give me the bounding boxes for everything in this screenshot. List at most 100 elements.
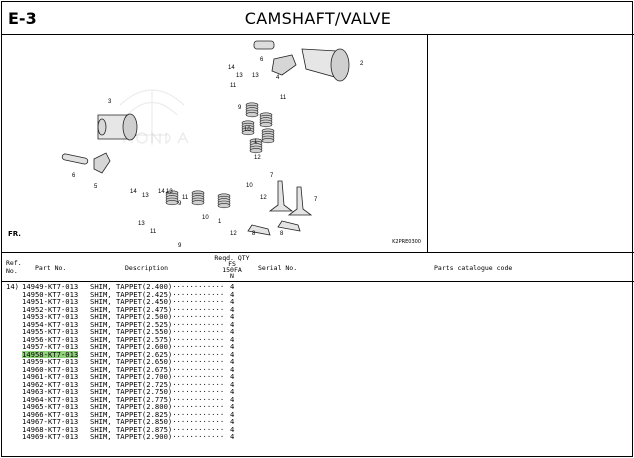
part-number-cell[interactable]: 14968-KT7-013 [22,424,79,434]
table-row[interactable]: 14951-KT7-013 SHIM, TAPPET(2.450)········… [2,298,634,306]
part-number-cell[interactable]: 14949-KT7-013 [22,282,79,291]
table-row[interactable]: 14959-KT7-013 SHIM, TAPPET(2.650)········… [2,358,634,366]
description-cell: SHIM, TAPPET(2.550)············ [90,327,225,336]
description-cell: SHIM, TAPPET(2.575)············ [90,334,225,344]
callout-label: 7 [270,173,274,179]
part-number-cell[interactable]: 14962-KT7-013 [22,379,79,389]
callout-label: 12 [260,195,267,201]
spring-coil [191,200,205,206]
quantity-cell: 4 [230,372,235,381]
callout-label: 11 [150,229,157,235]
part-number-cell[interactable]: 14957-KT7-013 [22,342,79,351]
part-number-cell[interactable]: 14965-KT7-013 [22,402,79,411]
quantity-cell: 4 [230,417,235,426]
callout-label: 10 [246,183,253,189]
part-number-cell[interactable]: 14963-KT7-013 [22,387,79,396]
quantity-cell: 4 [230,357,235,366]
part-number-cell[interactable]: 14969-KT7-013 [22,432,79,441]
table-row[interactable]: 14956-KT7-013 SHIM, TAPPET(2.575)········… [2,334,634,344]
camshaft-exhaust [97,113,138,141]
part-number-cell[interactable]: 14964-KT7-013 [22,394,79,404]
watermark-logo [119,89,185,145]
part-number-cell[interactable]: 14966-KT7-013 [22,409,79,419]
table-row[interactable]: 14955-KT7-013 SHIM, TAPPET(2.550)········… [2,328,634,336]
quantity-cell: 4 [230,334,235,344]
part-number-cell[interactable]: 14958-KT7-013 [22,349,79,359]
valve-spring [249,138,263,154]
description-cell: SHIM, TAPPET(2.800)············ [90,402,225,411]
quantity-cell: 4 [230,319,235,329]
quantity-cell: 4 [230,432,235,441]
quantity-cell: 4 [230,349,235,359]
part-number-cell[interactable]: 14967-KT7-013 [22,417,79,426]
quantity-cell: 4 [230,282,235,291]
callout-label: 10 [244,127,251,133]
valve-spring [191,190,205,206]
quantity-cell: 4 [230,312,235,321]
ref-cell: 14) [6,282,19,291]
callout-label: 7 [314,197,318,203]
table-row[interactable]: 14965-KT7-013 SHIM, TAPPET(2.800)········… [2,403,634,411]
table-row[interactable]: 14958-KT7-013 SHIM, TAPPET(2.625)········… [2,349,634,359]
callout-label: 1 [218,219,222,225]
description-cell: SHIM, TAPPET(2.775)············ [90,394,225,404]
header-ref-line1: Ref. [6,259,22,267]
table-row[interactable]: 14968-KT7-013 SHIM, TAPPET(2.875)········… [2,424,634,434]
part-number-cell[interactable]: 14951-KT7-013 [22,297,79,306]
section-code: E-3 [8,9,37,28]
callout-label: 8 [280,231,284,237]
figure-code: K2PRE0300 [392,239,421,245]
callout-label: 11 [230,83,237,89]
part-number-cell[interactable]: 14959-KT7-013 [22,357,79,366]
callout-label: 13 [138,221,145,227]
callout-label: 12 [254,155,261,161]
diagram-side-panel [428,35,634,253]
part-number-cell[interactable]: 14952-KT7-013 [22,304,79,314]
part-number-cell[interactable]: 14955-KT7-013 [22,327,79,336]
part-number-cell[interactable]: 14961-KT7-013 [22,372,79,381]
header-qty: Reqd. QTY FS 150FA N [212,255,252,280]
table-row[interactable]: 14964-KT7-013 SHIM, TAPPET(2.775)········… [2,394,634,404]
description-cell: SHIM, TAPPET(2.450)············ [90,297,225,306]
valves [247,180,313,236]
quantity-cell: 4 [230,394,235,404]
watermark-wordmark [123,131,189,145]
quantity-cell: 4 [230,364,235,374]
part-number-cell[interactable]: 14954-KT7-013 [22,319,79,329]
table-row[interactable]: 14969-KT7-013 SHIM, TAPPET(2.900)········… [2,433,634,441]
quantity-cell: 4 [230,342,235,351]
description-cell: SHIM, TAPPET(2.650)············ [90,357,225,366]
callout-label: 13 [252,73,259,79]
callout-label: 13 [166,189,173,195]
description-cell: SHIM, TAPPET(2.875)············ [90,424,225,434]
description-cell: SHIM, TAPPET(2.625)············ [90,349,225,359]
callout-label: 11 [182,195,189,201]
valve-spring [217,193,231,209]
spring-coil [217,203,231,209]
part-number-cell[interactable]: 14960-KT7-013 [22,364,79,374]
header-serial-no: Serial No. [258,264,298,272]
callout-label: 8 [252,231,256,237]
part-number-cell[interactable]: 14950-KT7-013 [22,289,79,299]
part-number-cell[interactable]: 14956-KT7-013 [22,334,79,344]
part-number-cell[interactable]: 14953-KT7-013 [22,312,79,321]
header-ref: Ref. No. [6,259,22,275]
description-cell: SHIM, TAPPET(2.900)············ [90,432,225,441]
quantity-cell: 4 [230,379,235,389]
